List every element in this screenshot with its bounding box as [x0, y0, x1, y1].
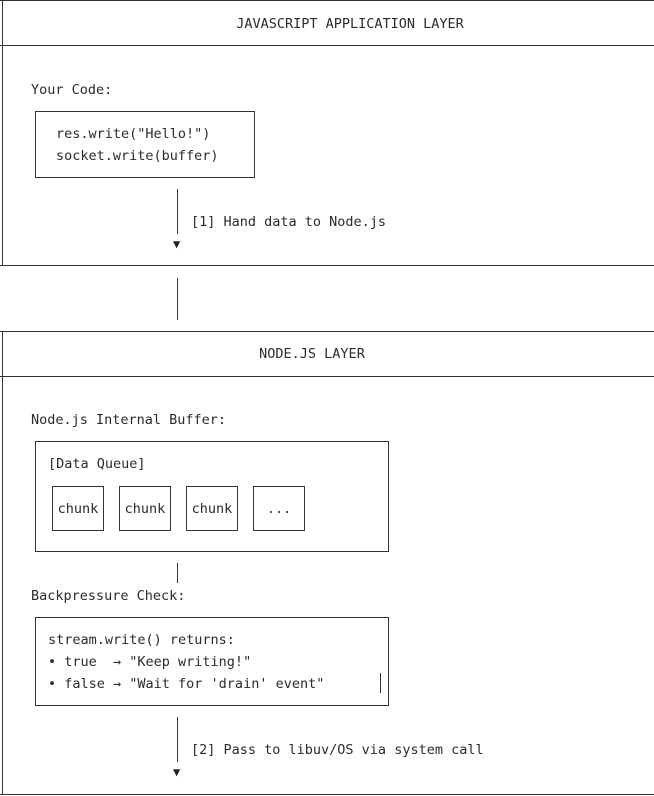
- internal-buffer-box: [Data Queue] chunk chunk chunk ...: [35, 441, 389, 552]
- node-layer-left-border: [2, 331, 3, 795]
- returns-label: stream.write() returns:: [48, 632, 235, 648]
- chunk-label: chunk: [124, 501, 166, 517]
- chunk-label: ...: [266, 501, 292, 517]
- backpressure-box: stream.write() returns: • true → "Keep w…: [35, 617, 389, 706]
- backpressure-label: Backpressure Check:: [31, 588, 186, 604]
- chunk-label: chunk: [191, 501, 233, 517]
- chunk-box: chunk: [119, 486, 171, 531]
- chunk-label: chunk: [57, 501, 99, 517]
- step2-connector-line: [177, 717, 178, 762]
- code-box: res.write("Hello!") socket.write(buffer): [35, 111, 255, 178]
- down-arrow-icon: ▼: [173, 765, 181, 779]
- step1-connector-line: [177, 189, 178, 234]
- chunk-box: chunk: [52, 486, 104, 531]
- buffer-label: Node.js Internal Buffer:: [31, 412, 227, 428]
- false-line: • false → "Wait for 'drain' event": [48, 676, 325, 692]
- true-line: • true → "Keep writing!": [48, 654, 252, 670]
- step1-label: [1] Hand data to Node.js: [191, 214, 387, 230]
- js-layer-bottom-border: [0, 265, 654, 266]
- layer-connector-line: [177, 278, 178, 320]
- your-code-label: Your Code:: [31, 82, 113, 98]
- data-queue-label: [Data Queue]: [48, 456, 146, 472]
- backpressure-connector-line: [177, 563, 178, 583]
- chunk-box: chunk: [186, 486, 238, 531]
- node-layer-top-border: [0, 331, 654, 332]
- node-layer-title: NODE.JS LAYER: [259, 346, 365, 362]
- node-layer-title-divider: [0, 376, 654, 377]
- js-layer-title: JAVASCRIPT APPLICATION LAYER: [236, 16, 464, 32]
- js-layer-title-divider: [0, 45, 654, 46]
- code-line: res.write("Hello!"): [56, 126, 211, 142]
- js-layer-top-border: [0, 0, 654, 1]
- code-line: socket.write(buffer): [56, 148, 219, 164]
- chunk-box: ...: [253, 486, 305, 531]
- box-stray-edge: [380, 673, 381, 693]
- js-layer-left-border: [2, 0, 3, 265]
- down-arrow-icon: ▼: [173, 237, 181, 251]
- node-layer-bottom-border: [0, 794, 654, 795]
- step2-label: [2] Pass to libuv/OS via system call: [191, 742, 484, 758]
